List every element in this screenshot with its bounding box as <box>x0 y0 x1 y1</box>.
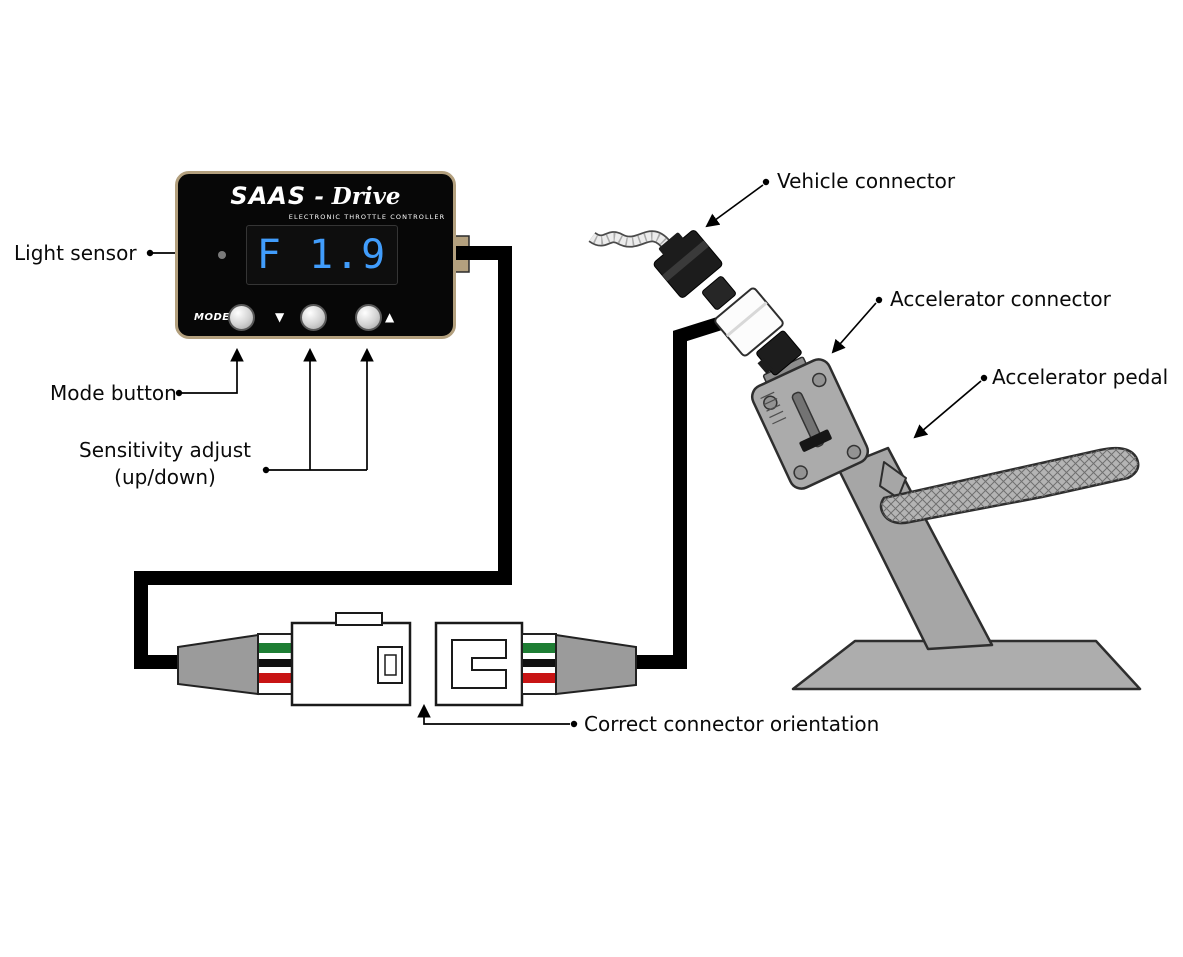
wire-stripe-black <box>523 659 555 667</box>
triangle-up-icon: ▲ <box>385 310 395 324</box>
leader-bullet <box>262 466 270 474</box>
leader-bullet <box>146 249 154 257</box>
callout-sensitivity-line1: Sensitivity adjust <box>79 438 251 462</box>
connector-body-right <box>434 621 524 707</box>
lcd-display: F 1.9 <box>246 225 398 285</box>
wire-stripe-black <box>259 659 291 667</box>
callout-correct-orientation: Correct connector orientation <box>584 712 880 736</box>
screw-icon <box>793 465 808 480</box>
light-sensor-dot <box>218 251 226 259</box>
harness-connector-right <box>434 621 637 707</box>
callout-sensitivity-adjust: Sensitivity adjust (up/down) <box>68 437 262 491</box>
vehicle-cable-ribs <box>589 232 672 250</box>
pedal-arm <box>836 446 994 651</box>
callout-accelerator-pedal: Accelerator pedal <box>992 365 1169 389</box>
controller-plug-seam <box>725 301 768 338</box>
callout-light-sensor: Light sensor <box>14 241 137 265</box>
sensitivity-down-button <box>300 304 327 331</box>
throttle-controller: SAAS - Drive ELECTRONIC THROTTLE CONTROL… <box>175 171 456 339</box>
pedal-pad-texture <box>881 448 1139 524</box>
button-row: MODE ▼ ▲ <box>178 302 453 338</box>
housing-slot <box>791 391 825 448</box>
wire-stripe-red <box>259 673 291 683</box>
housing-clip <box>799 429 832 452</box>
leader-bullet <box>762 178 770 186</box>
callout-leaders <box>146 178 988 728</box>
wire-stripe-green <box>523 643 555 653</box>
display-value: F 1.9 <box>256 232 388 278</box>
brand-subtitle: ELECTRONIC THROTTLE CONTROLLER <box>288 213 446 221</box>
connector-socket-right <box>451 639 507 689</box>
accelerator-pedal-graphic <box>750 356 1142 691</box>
pedal-sensor-housing <box>750 356 870 490</box>
controller-cable <box>134 246 512 669</box>
callout-sensitivity-line2: (up/down) <box>114 465 216 489</box>
callout-vehicle-connector: Vehicle connector <box>777 169 956 193</box>
sensitivity-up-button <box>355 304 382 331</box>
screw-icon <box>812 372 827 388</box>
connector-terminal-slot-left <box>384 654 397 676</box>
wire-stripe-green <box>259 643 291 653</box>
leader-vehicle-connector <box>705 184 764 228</box>
leader-accelerator-pedal <box>913 380 982 439</box>
connector-coupler <box>702 276 736 310</box>
brand-logo: SAAS - Drive <box>178 182 453 210</box>
connector-boot-right <box>555 633 637 696</box>
mode-button <box>228 304 255 331</box>
pedal-base <box>791 639 1142 691</box>
brand-saas: SAAS <box>230 182 307 210</box>
vehicle-connector-ridge <box>662 240 709 282</box>
screw-icon <box>846 444 862 460</box>
controller-plug-body <box>714 287 784 357</box>
harness-connector-left <box>177 612 412 707</box>
leader-bullet <box>570 720 578 728</box>
wire-stripe-red <box>523 673 555 683</box>
pedal-cable <box>628 311 740 669</box>
leader-mode-button <box>182 347 244 394</box>
leader-accelerator-connector <box>831 302 877 354</box>
accelerator-connector-tab <box>757 358 773 374</box>
connector-stack <box>588 230 802 376</box>
connector-boot-left <box>177 633 259 696</box>
leader-bullet <box>175 389 183 397</box>
housing-scale-marks <box>760 391 787 425</box>
mode-label: MODE <box>194 312 230 323</box>
leader-bullet <box>875 296 883 304</box>
vehicle-connector-tab <box>658 232 684 256</box>
callout-accelerator-connector: Accelerator connector <box>890 287 1111 311</box>
leader-bullet <box>980 374 988 382</box>
triangle-down-icon: ▼ <box>275 310 285 324</box>
connector-latch-left <box>335 612 383 626</box>
accelerator-connector-graphic <box>756 330 802 376</box>
leader-correct-orientation <box>417 703 570 725</box>
callout-mode-button: Mode button <box>50 381 177 405</box>
controller-plug <box>714 287 784 357</box>
vehicle-connector-graphic <box>653 230 723 298</box>
brand-drive: - Drive <box>314 183 401 210</box>
coupler-body <box>702 276 736 310</box>
